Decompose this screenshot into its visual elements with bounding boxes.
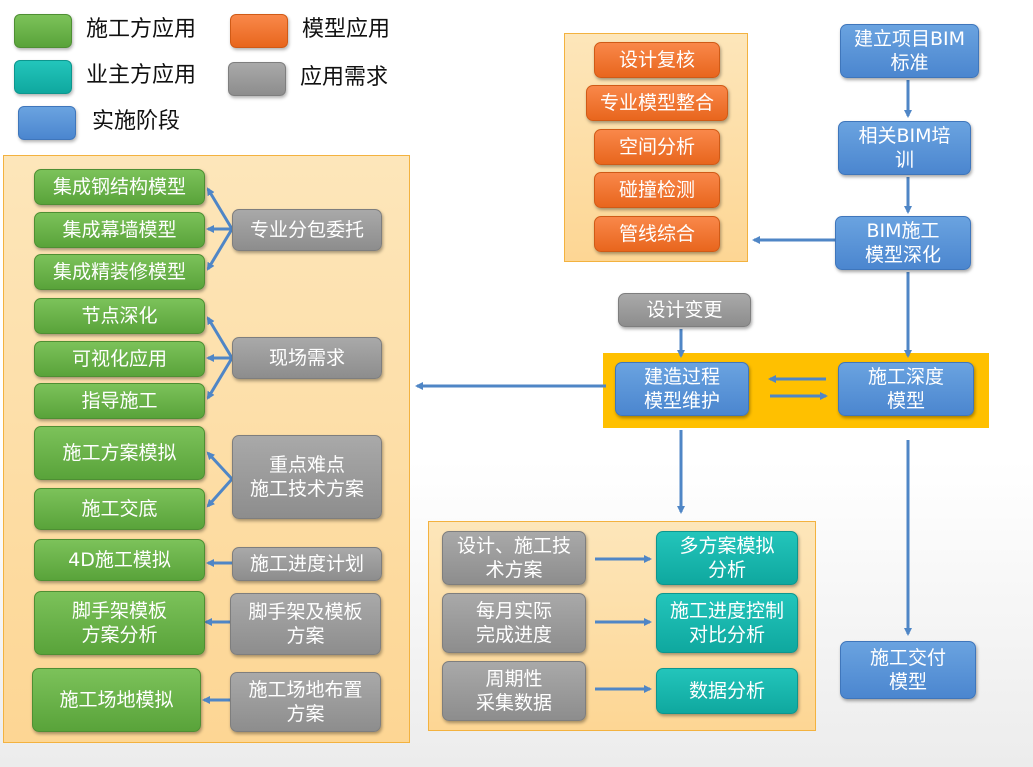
stage-model-maintenance: 建造过程 模型维护	[615, 362, 749, 416]
construction-app-technical-briefing: 施工交底	[34, 488, 205, 530]
demand-design-change: 设计变更	[618, 293, 751, 327]
model-app-discipline-integration: 专业模型整合	[586, 85, 728, 121]
legend-swatch-owner	[14, 60, 72, 94]
owner-demand-technical-scheme: 设计、施工技 术方案	[442, 531, 586, 585]
demand-scaffold-scheme: 脚手架及模板 方案	[230, 593, 381, 655]
legend-label-stage: 实施阶段	[92, 109, 181, 134]
legend-label-construction: 施工方应用	[86, 17, 197, 42]
construction-app-4d-simulation: 4D施工模拟	[34, 539, 205, 581]
arrow-demand-3b	[206, 478, 234, 508]
owner-demand-monthly-progress: 每月实际 完成进度	[442, 593, 586, 653]
owner-app-progress-control: 施工进度控制 对比分析	[656, 593, 798, 653]
arrow-demand-1a	[206, 187, 234, 230]
demand-key-technical-scheme: 重点难点 施工技术方案	[232, 435, 382, 519]
arrow-demand-1c	[206, 228, 234, 271]
model-app-clash-detection: 碰撞检测	[594, 172, 720, 208]
demand-schedule-plan: 施工进度计划	[232, 547, 382, 581]
legend-label-owner: 业主方应用	[86, 63, 197, 88]
construction-app-scheme-simulation: 施工方案模拟	[34, 426, 205, 480]
legend-swatch-model	[230, 14, 288, 48]
construction-app-site-simulation: 施工场地模拟	[32, 668, 201, 732]
model-app-space-analysis: 空间分析	[594, 129, 720, 165]
stage-model-deepening: BIM施工 模型深化	[835, 216, 971, 270]
legend-swatch-demand	[228, 62, 286, 96]
legend-label-model: 模型应用	[302, 17, 391, 42]
stage-bim-standard: 建立项目BIM 标准	[840, 24, 979, 78]
construction-app-construction-guidance: 指导施工	[34, 383, 205, 419]
stage-depth-model: 施工深度 模型	[838, 362, 974, 416]
owner-app-multi-scheme: 多方案模拟 分析	[656, 531, 798, 585]
legend-swatch-stage	[18, 106, 76, 140]
legend-swatch-construction	[14, 14, 72, 48]
stage-delivery-model: 施工交付 模型	[840, 641, 976, 699]
owner-demand-periodic-data: 周期性 采集数据	[442, 661, 586, 721]
model-app-pipeline-coordination: 管线综合	[594, 216, 720, 252]
construction-app-steel-structure: 集成钢结构模型	[34, 169, 205, 205]
arrow-demand-2a	[206, 316, 234, 359]
construction-app-visualization: 可视化应用	[34, 341, 205, 377]
construction-app-curtain-wall: 集成幕墙模型	[34, 212, 205, 248]
arrow-demand-2c	[206, 357, 234, 400]
model-app-design-review: 设计复核	[594, 42, 720, 78]
construction-app-fine-decoration: 集成精装修模型	[34, 254, 205, 290]
legend-label-demand: 应用需求	[300, 65, 389, 90]
stage-bim-training: 相关BIM培 训	[838, 121, 971, 175]
arrow-demand-3a	[206, 451, 234, 481]
construction-app-scaffold-analysis: 脚手架模板 方案分析	[34, 591, 205, 655]
demand-site-layout: 施工场地布置 方案	[230, 672, 381, 732]
demand-site: 现场需求	[232, 337, 382, 379]
owner-app-data-analysis: 数据分析	[656, 668, 798, 714]
construction-app-node-detailing: 节点深化	[34, 298, 205, 334]
demand-subcontract: 专业分包委托	[232, 209, 382, 251]
